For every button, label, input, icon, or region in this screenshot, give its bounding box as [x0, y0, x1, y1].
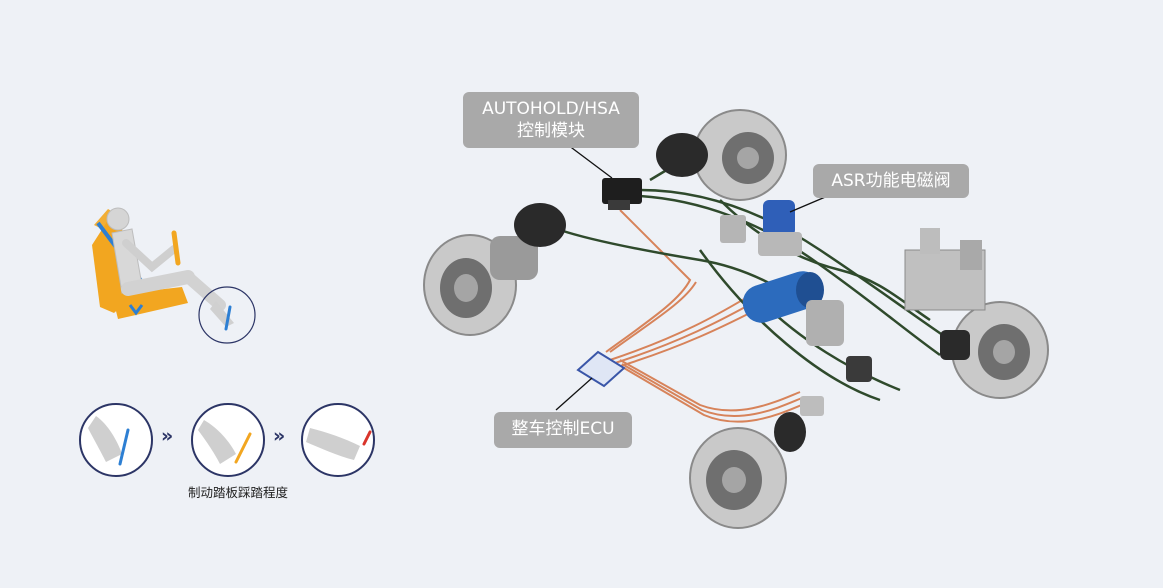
- pedal-caption: 制动踏板踩踏程度: [188, 485, 289, 500]
- wheel-brake-front-left: [423, 203, 566, 336]
- driver-calf: [182, 271, 226, 311]
- pedal-highlight-ring: [198, 286, 256, 344]
- small-valve: [720, 215, 746, 243]
- sequence-arrow-1: »: [161, 425, 174, 447]
- copper-wiring: [605, 209, 805, 423]
- pedal-step-3: [301, 403, 375, 477]
- ecu-label: 整车控制ECU: [494, 412, 632, 448]
- brake-system-illustration: [423, 109, 1049, 529]
- sequence-arrow-2: »: [273, 425, 286, 447]
- modulator-valve: [800, 300, 872, 416]
- driver-head: [106, 207, 130, 231]
- autohold-label-line2: 控制模块: [517, 121, 585, 141]
- driver-seat-illustration: [92, 207, 256, 344]
- leader-autohold: [567, 144, 613, 179]
- air-reservoir: [742, 271, 824, 323]
- autohold-module: [602, 178, 642, 210]
- brake-pedal-mark: [224, 305, 232, 331]
- asr-solenoid-valve: [758, 200, 802, 256]
- wheel-brake-rear-left: [689, 412, 806, 529]
- wheel-brake-front-right: [656, 109, 787, 201]
- autohold-hsa-label: AUTOHOLD/HSA 控制模块: [463, 92, 639, 148]
- driver-thigh: [121, 270, 195, 296]
- steering-column: [171, 230, 181, 266]
- asr-valve-label: ASR功能电磁阀: [813, 164, 969, 198]
- driver-arm: [122, 239, 178, 273]
- autohold-label-line1: AUTOHOLD/HSA: [482, 99, 620, 119]
- leader-ecu: [555, 377, 593, 411]
- bracket-assembly: [904, 228, 986, 311]
- pedal-step-2: [191, 403, 265, 477]
- wheel-brake-rear-right: [940, 301, 1049, 399]
- vehicle-ecu: [576, 350, 626, 388]
- seat-slide-mark: [128, 304, 144, 316]
- pedal-step-1: [79, 403, 153, 477]
